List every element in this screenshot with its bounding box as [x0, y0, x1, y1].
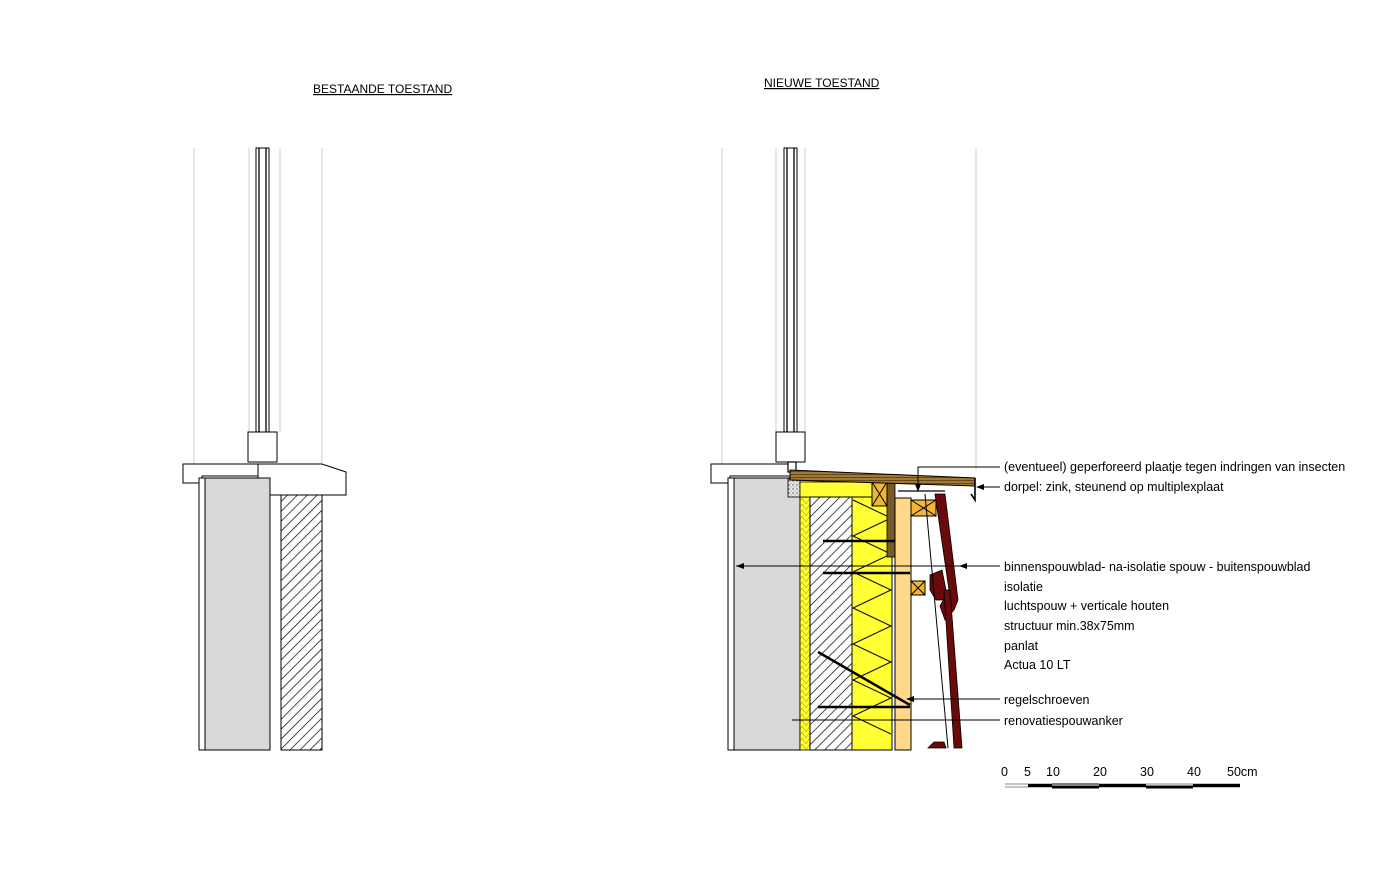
annotation-insect-plate: (eventueel) geperforeerd plaatje tegen i… — [1004, 460, 1345, 474]
tile-batten — [910, 580, 926, 596]
annotation-screws: regelschroeven — [1004, 693, 1090, 707]
scale-tick-label: 5 — [1024, 765, 1031, 779]
scale-tick-label: 30 — [1140, 765, 1154, 779]
scale-tick-label: 50cm — [1227, 765, 1258, 779]
scale-tick-label: 40 — [1187, 765, 1201, 779]
annotation-wall-layers: binnenspouwblad- na-isolatie spouw - bui… — [1004, 560, 1310, 574]
glazing — [255, 147, 270, 439]
title-new-state: NIEUWE TOESTAND — [764, 76, 880, 90]
annotation-product: Actua 10 LT — [1004, 658, 1071, 672]
cavity-insulation — [799, 496, 811, 751]
insulation-zigzag — [851, 499, 893, 735]
cladding-tiles — [924, 493, 963, 749]
reference-lines — [193, 148, 323, 465]
top-batten — [871, 481, 888, 507]
annotation-anchor: renovatiespouwanker — [1004, 714, 1123, 728]
leader-lines — [736, 466, 1000, 721]
reference-lines-new — [721, 148, 977, 470]
counter-batten — [910, 499, 937, 517]
inner-leaf — [204, 477, 271, 751]
glazing-new — [783, 147, 798, 439]
scale-tick-label: 0 — [1001, 765, 1008, 779]
outer-leaf — [280, 494, 323, 751]
fasteners — [817, 539, 911, 709]
scale-tick-label: 20 — [1093, 765, 1107, 779]
inner-leaf-new — [733, 477, 801, 751]
air-cavity — [894, 497, 912, 751]
stone-sill — [257, 463, 347, 496]
annotation-insulation: isolatie — [1004, 580, 1043, 594]
scale-tick-label: 10 — [1046, 765, 1060, 779]
new-detail — [710, 147, 977, 751]
title-existing-state: BESTAANDE TOESTAND — [313, 82, 452, 96]
annotation-batten: panlat — [1004, 639, 1039, 653]
scale-bar: 0 5 10 20 30 40 50cm — [1001, 765, 1258, 789]
leader-arrowheads — [736, 484, 984, 702]
annotation-air-cavity: luchtspouw + verticale houten — [1004, 599, 1169, 613]
annotation-structure: structuur min.38x75mm — [1004, 619, 1135, 633]
window-frame — [247, 431, 278, 463]
outer-leaf-new — [809, 496, 853, 751]
window-frame-new — [775, 431, 806, 463]
annotation-labels: (eventueel) geperforeerd plaatje tegen i… — [1004, 460, 1345, 728]
existing-detail — [182, 147, 347, 751]
annotation-sill: dorpel: zink, steunend op multiplexplaat — [1004, 480, 1224, 494]
zinc-sill-drip — [970, 478, 976, 503]
